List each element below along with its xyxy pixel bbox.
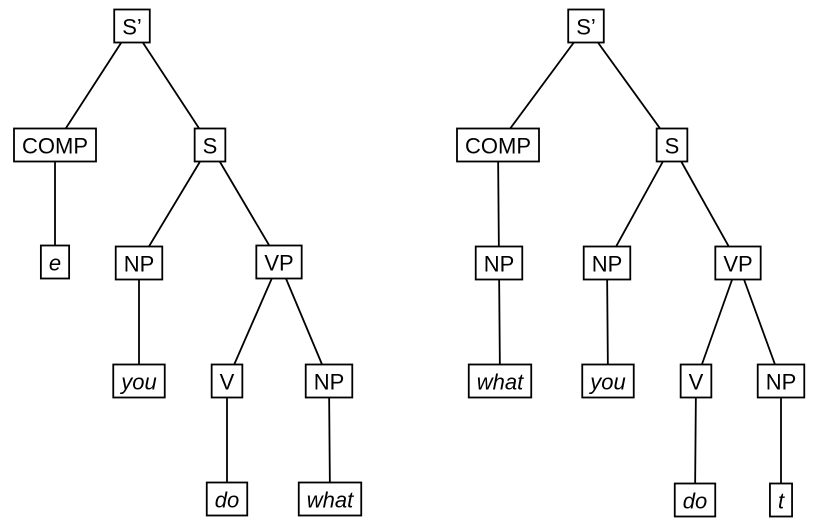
tree-node-box-s — [655, 127, 689, 163]
tree-node-box-np2 — [304, 363, 354, 399]
tree-edge-s-np1 — [606, 144, 673, 264]
tree-edge-sbar-comp — [54, 25, 133, 146]
tree-node-box-v — [679, 363, 713, 399]
tree-node-label-e: e — [49, 251, 61, 276]
syntax-tree-right: S’ COMP S NP NP VP what you V NP do t — [456, 8, 806, 518]
tree-node-label-np1: NP — [124, 252, 155, 277]
tree-edge-s-np1 — [138, 144, 211, 264]
tree-edge-np0-what — [498, 262, 501, 382]
tree-node-box-vp — [714, 245, 762, 281]
tree-edge-sbar-s — [131, 25, 211, 146]
tree-node-label-sbar: S’ — [122, 15, 142, 40]
tree-node-box-vp — [255, 244, 303, 280]
tree-node-label-v: V — [220, 370, 235, 395]
tree-node-box-v — [210, 363, 244, 399]
tree-node-box-comp — [456, 127, 540, 163]
tree-edge-vp-v — [226, 261, 280, 382]
tree-node-box-sbar — [113, 8, 151, 44]
tree-node-label-v: V — [689, 370, 704, 395]
tree-node-label-sbar: S’ — [576, 15, 596, 40]
tree-edge-vp-v — [695, 262, 739, 382]
tree-node-box-you — [581, 363, 635, 399]
tree-node-box-do — [673, 482, 717, 518]
tree-node-label-comp: COMP — [465, 134, 531, 159]
tree-node-label-do: do — [683, 489, 707, 514]
tree-node-box-np1 — [582, 245, 632, 281]
tree-node-label-vp: VP — [723, 252, 752, 277]
tree-node-label-np2: NP — [766, 370, 797, 395]
tree-node-label-do: do — [215, 488, 239, 513]
tree-node-box-do — [205, 481, 249, 517]
tree-node-label-np0: NP — [484, 252, 515, 277]
tree-edge-vp-np2 — [737, 262, 782, 382]
tree-edge-sbar-s — [585, 25, 673, 146]
tree-node-box-np1 — [114, 245, 164, 281]
tree-node-label-s: S — [665, 134, 680, 159]
tree-node-box-np2 — [756, 363, 806, 399]
tree-node-label-you: you — [588, 370, 625, 395]
tree-edge-s-vp — [209, 144, 280, 263]
tree-edge-v-do — [694, 380, 697, 501]
tree-node-label-np1: NP — [592, 252, 623, 277]
tree-edge-s-vp — [671, 144, 739, 264]
tree-node-label-what: what — [307, 488, 354, 513]
tree-edge-comp-np0 — [497, 144, 500, 264]
tree-node-label-what: what — [477, 370, 524, 395]
tree-node-label-you: you — [119, 370, 156, 395]
tree-node-box-comp — [13, 127, 97, 163]
tree-edge-sbar-comp — [497, 25, 587, 146]
tree-node-box-e — [39, 244, 71, 280]
tree-edge-np1-you — [606, 262, 609, 382]
tree-node-label-t: t — [778, 489, 785, 514]
tree-node-label-np2: NP — [314, 370, 345, 395]
tree-edge-np2-what — [328, 380, 331, 500]
tree-node-label-vp: VP — [264, 251, 293, 276]
tree-node-box-what — [467, 363, 533, 399]
tree-node-box-you — [112, 363, 166, 399]
tree-node-label-comp: COMP — [22, 134, 88, 159]
tree-node-label-s: S — [203, 134, 218, 159]
tree-node-box-sbar — [567, 8, 605, 44]
tree-node-box-what — [297, 481, 363, 517]
tree-node-box-np0 — [474, 245, 524, 281]
tree-node-box-t — [769, 482, 793, 518]
tree-node-box-s — [193, 127, 227, 163]
tree-edge-vp-np2 — [278, 261, 330, 382]
